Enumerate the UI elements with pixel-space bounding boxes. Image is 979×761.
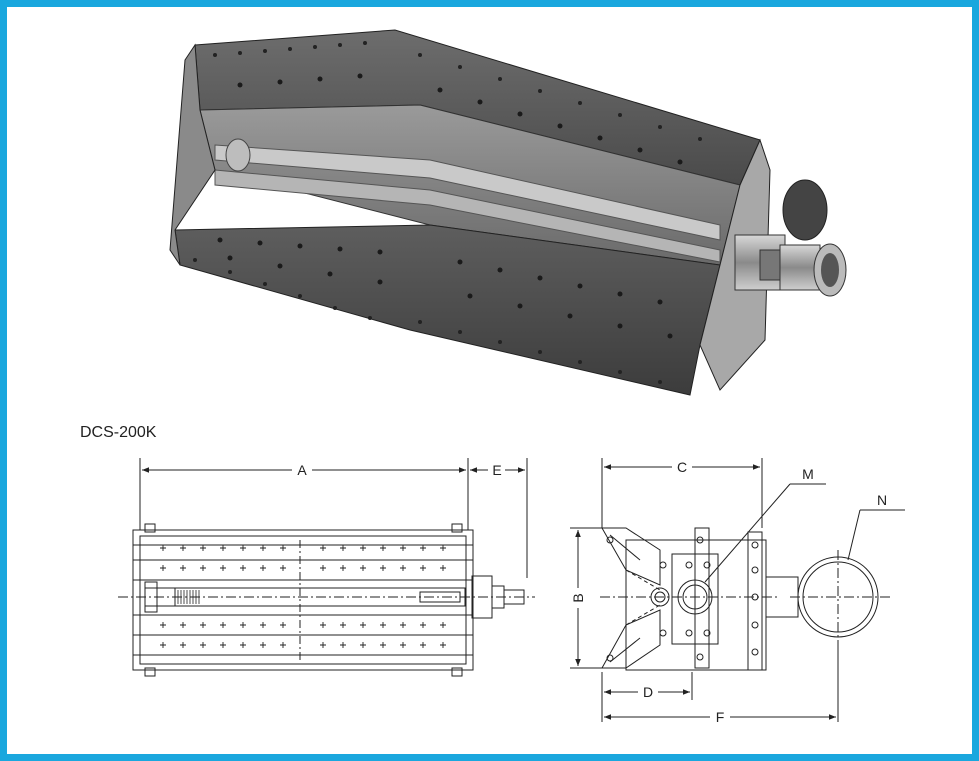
callout-m-label: M bbox=[802, 466, 814, 482]
dimension-c-label: C bbox=[677, 459, 687, 475]
dimension-e-label: E bbox=[492, 462, 501, 478]
dimension-f-label: F bbox=[716, 709, 725, 725]
dimension-a-label: A bbox=[297, 462, 307, 478]
model-label: DCS-200K bbox=[80, 424, 157, 441]
callout-n-label: N bbox=[877, 492, 887, 508]
dimension-b-label: B bbox=[570, 593, 586, 602]
front-view bbox=[118, 458, 535, 677]
dimension-d-label: D bbox=[643, 684, 653, 700]
burner-body bbox=[169, 29, 847, 396]
side-view bbox=[570, 458, 905, 722]
